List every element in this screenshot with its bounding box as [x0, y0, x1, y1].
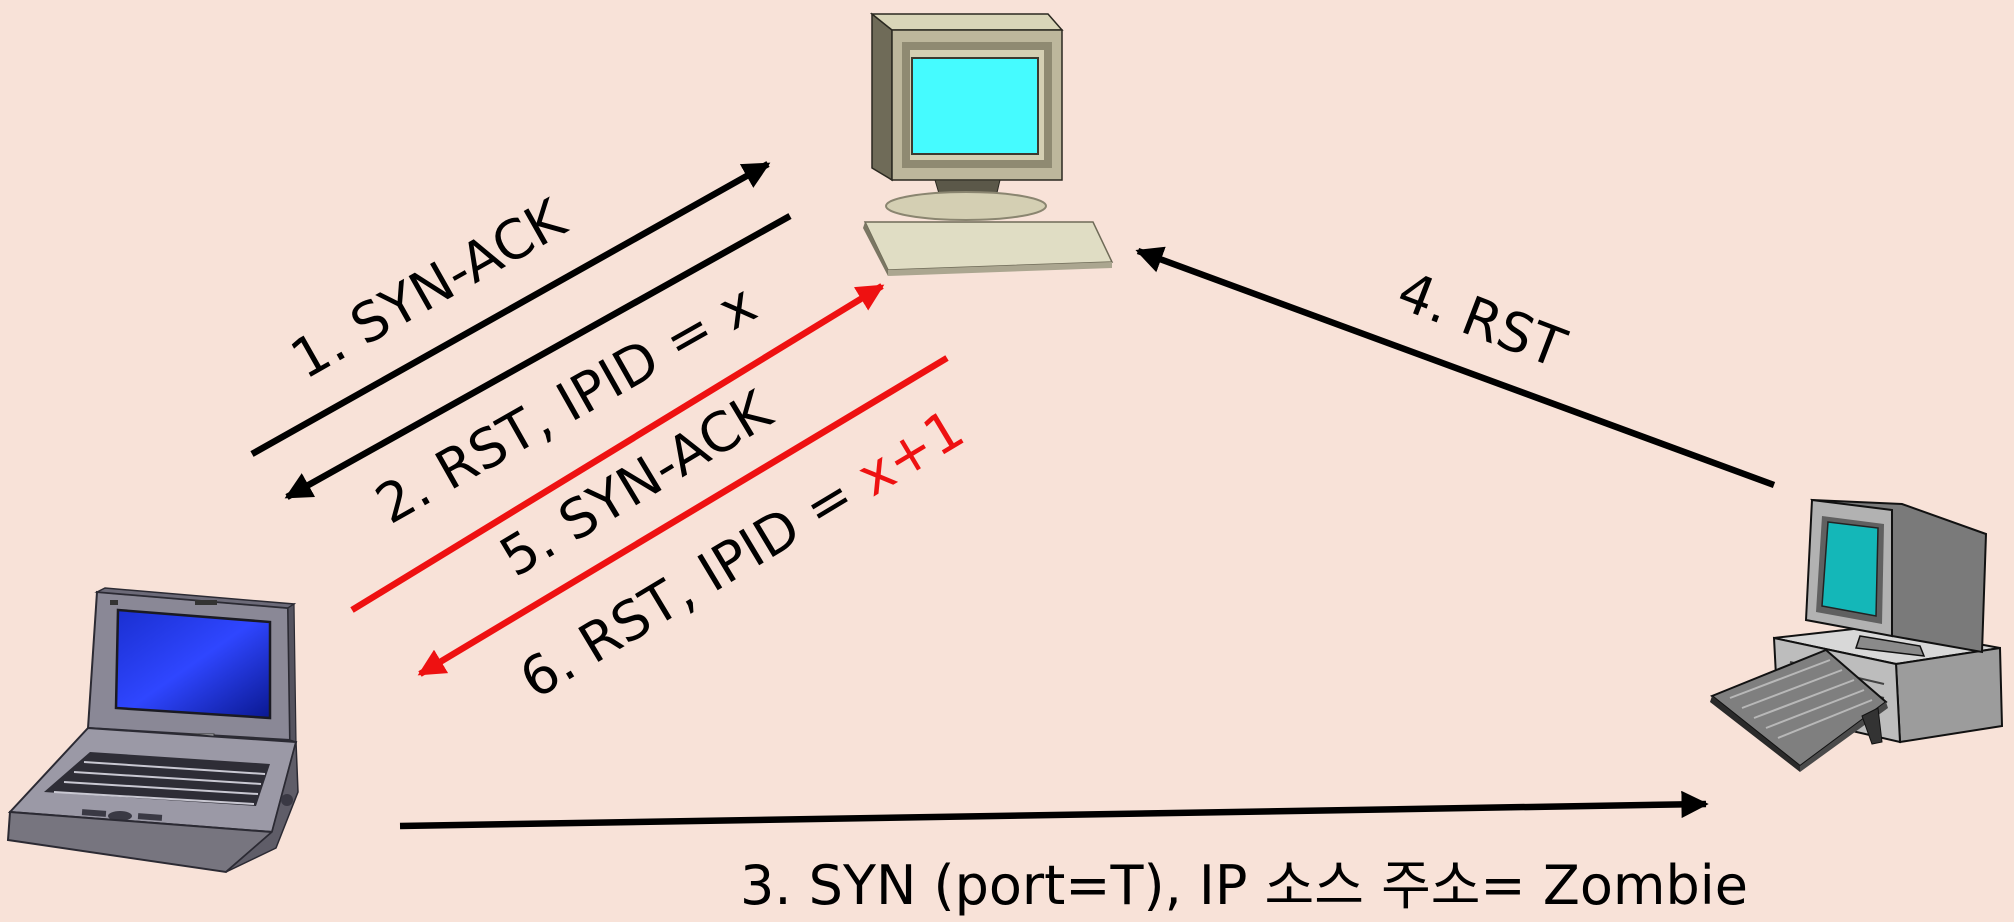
arrow-step2-rst	[284, 213, 792, 500]
arrow-step1-syn-ack	[250, 161, 771, 457]
arrow-step4-rst	[1135, 246, 1776, 489]
arrow-step6-rst	[417, 355, 949, 677]
arrow-step5-syn-ack	[350, 283, 885, 613]
arrow-step3-syn	[399, 790, 1709, 830]
laptop-keyboard	[44, 752, 270, 806]
laptop-icon	[6, 587, 299, 874]
label-step4: 4. RST	[1389, 259, 1574, 380]
desktop-computer-icon	[863, 12, 1114, 276]
workstation-computer-icon	[1710, 498, 2004, 772]
label-step3: 3. SYN (port=T), IP 소스 주소= Zombie	[740, 854, 1748, 917]
